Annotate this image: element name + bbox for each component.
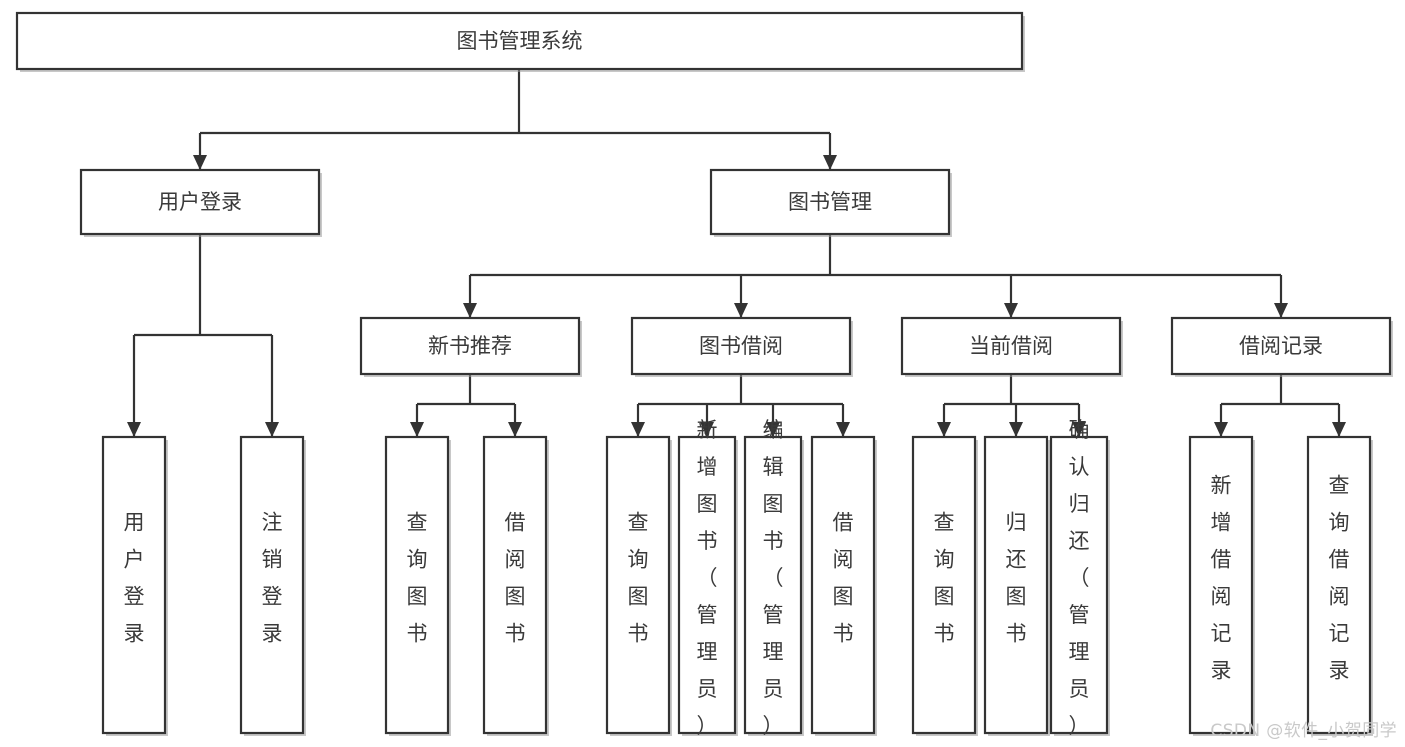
node-label: 图书借阅	[699, 334, 783, 358]
node-leaf-borrow-book-rec[interactable]: 借阅图书	[482, 435, 549, 736]
arrow-head	[193, 155, 207, 170]
node-leaf-edit-book-admin[interactable]: 编辑图书（管理员）	[743, 418, 804, 738]
node-label: 查询图书	[934, 511, 955, 646]
arrow-head	[1332, 422, 1346, 437]
node-leaf-add-book-admin[interactable]: 新增图书（管理员）	[677, 418, 738, 738]
node-leaf-query-book-cur[interactable]: 查询图书	[911, 435, 978, 736]
node-rect[interactable]	[1188, 435, 1254, 735]
node-rect[interactable]	[1049, 435, 1109, 735]
node-leaf-logout-login[interactable]: 注销登录	[239, 435, 306, 736]
node-label: 查询图书	[407, 511, 428, 646]
node-rect[interactable]	[983, 435, 1049, 735]
node-current-borrow[interactable]: 当前借阅	[900, 316, 1123, 377]
node-label: 当前借阅	[969, 334, 1053, 358]
node-rect[interactable]	[239, 435, 305, 735]
node-book-borrow[interactable]: 图书借阅	[630, 316, 853, 377]
arrow-head	[1214, 422, 1228, 437]
node-rect[interactable]	[482, 435, 548, 735]
node-label: 借阅图书	[505, 511, 526, 646]
node-root[interactable]: 图书管理系统	[15, 11, 1025, 72]
arrow-head	[1009, 422, 1023, 437]
node-rect[interactable]	[900, 316, 1122, 376]
arrow-head	[631, 422, 645, 437]
node-rect[interactable]	[359, 316, 581, 376]
node-rect[interactable]	[79, 168, 321, 236]
node-leaf-add-borrow-record[interactable]: 新增借阅记录	[1188, 435, 1255, 736]
arrow-head	[127, 422, 141, 437]
arrow-head	[508, 422, 522, 437]
arrow-head	[823, 155, 837, 170]
arrow-head	[463, 303, 477, 318]
arrow-head	[700, 422, 714, 437]
node-label: 新增图书（管理员）	[697, 418, 718, 738]
node-rect[interactable]	[1306, 435, 1372, 735]
node-label: 查询图书	[628, 511, 649, 646]
node-label: 图书管理系统	[457, 29, 583, 53]
node-leaf-borrow-book[interactable]: 借阅图书	[810, 435, 877, 736]
node-rect[interactable]	[677, 435, 737, 735]
node-label: 归还图书	[1006, 511, 1027, 646]
node-rect[interactable]	[810, 435, 876, 735]
node-label: 注销登录	[262, 511, 283, 646]
nodes-layer: 图书管理系统用户登录图书管理新书推荐图书借阅当前借阅借阅记录用户登录注销登录查询…	[15, 11, 1393, 738]
node-label: 用户登录	[124, 511, 145, 646]
node-user-login[interactable]: 用户登录	[79, 168, 322, 237]
arrow-head	[766, 422, 780, 437]
node-leaf-confirm-return-admin[interactable]: 确认归还（管理员）	[1049, 418, 1110, 738]
arrow-head	[836, 422, 850, 437]
arrow-head	[937, 422, 951, 437]
arrow-head	[265, 422, 279, 437]
node-rect[interactable]	[630, 316, 852, 376]
arrow-head	[1072, 422, 1086, 437]
arrow-head	[1004, 303, 1018, 318]
node-rect[interactable]	[605, 435, 671, 735]
node-leaf-query-borrow-record[interactable]: 查询借阅记录	[1306, 435, 1373, 736]
node-rect[interactable]	[1170, 316, 1392, 376]
node-borrow-records[interactable]: 借阅记录	[1170, 316, 1393, 377]
node-leaf-user-login[interactable]: 用户登录	[101, 435, 168, 736]
node-leaf-return-book[interactable]: 归还图书	[983, 435, 1050, 736]
node-label: 图书管理	[788, 190, 872, 214]
connectors-layer	[127, 69, 1346, 437]
arrow-head	[410, 422, 424, 437]
node-rect[interactable]	[709, 168, 951, 236]
node-leaf-query-book-rec[interactable]: 查询图书	[384, 435, 451, 736]
csdn-watermark: CSDN @软件_小贺同学	[1210, 721, 1397, 741]
node-leaf-query-book-borrow[interactable]: 查询图书	[605, 435, 672, 736]
node-label: 查询借阅记录	[1329, 474, 1350, 683]
node-rect[interactable]	[911, 435, 977, 735]
node-rect[interactable]	[15, 11, 1024, 71]
node-label: 新书推荐	[428, 334, 512, 358]
node-label: 用户登录	[158, 190, 242, 214]
node-label: 新增借阅记录	[1211, 474, 1232, 683]
node-new-book-recommend[interactable]: 新书推荐	[359, 316, 582, 377]
node-rect[interactable]	[384, 435, 450, 735]
arrow-head	[734, 303, 748, 318]
node-book-manage[interactable]: 图书管理	[709, 168, 952, 237]
node-rect[interactable]	[743, 435, 803, 735]
node-label: 借阅记录	[1239, 334, 1323, 358]
node-label: 借阅图书	[833, 511, 854, 646]
node-label: 编辑图书（管理员）	[763, 418, 784, 738]
node-rect[interactable]	[101, 435, 167, 735]
arrow-head	[1274, 303, 1288, 318]
node-label: 确认归还（管理员）	[1069, 418, 1090, 738]
